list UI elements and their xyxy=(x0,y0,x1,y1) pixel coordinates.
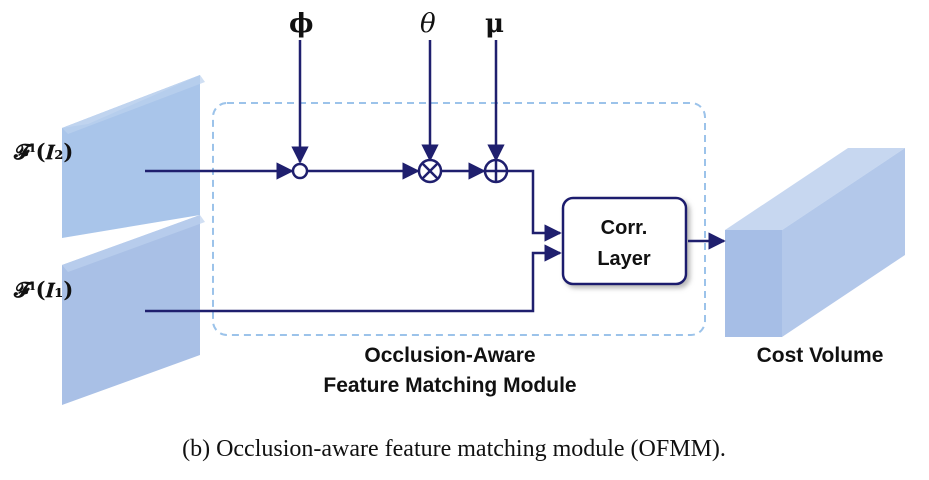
cost-volume-side xyxy=(782,148,905,337)
input-label-i2: 𝓕ˡ(𝑰₂) xyxy=(13,139,73,164)
mu-label: μ xyxy=(485,9,504,39)
input-block-i1-edge xyxy=(62,215,205,272)
i1-to-corr-arrow xyxy=(145,244,562,313)
compose-operator-icon xyxy=(291,162,309,180)
input-block-i2 xyxy=(62,75,205,238)
cost-volume-top xyxy=(725,148,905,230)
add-to-corr-arrow xyxy=(508,169,562,242)
corr-layer-line2: Layer xyxy=(597,248,651,270)
phi-label: ϕ xyxy=(289,9,313,39)
input-label-i1: 𝓕ˡ(𝑰₁) xyxy=(13,277,73,302)
cost-volume-label: Cost Volume xyxy=(757,344,884,367)
cost-volume-front xyxy=(725,230,782,337)
theta-label: θ xyxy=(420,9,436,39)
input-block-i2-edge xyxy=(62,75,205,134)
module-label-line2: Feature Matching Module xyxy=(323,374,576,397)
corr-layer-line1: Corr. xyxy=(601,217,648,239)
input-block-i2-front xyxy=(62,75,200,238)
input-block-i1 xyxy=(62,215,205,405)
multiply-operator-icon xyxy=(417,158,443,184)
corr-layer-box xyxy=(561,196,688,286)
corr-layer: Corr. Layer xyxy=(561,196,688,286)
module-boundary xyxy=(212,102,706,336)
figure-caption: (b) Occlusion-aware feature matching mod… xyxy=(182,436,726,462)
module-label-line1: Occlusion-Aware xyxy=(364,344,535,367)
add-operator-icon xyxy=(483,158,509,184)
cost-volume-block xyxy=(725,148,905,337)
input-block-i1-front xyxy=(62,215,200,405)
